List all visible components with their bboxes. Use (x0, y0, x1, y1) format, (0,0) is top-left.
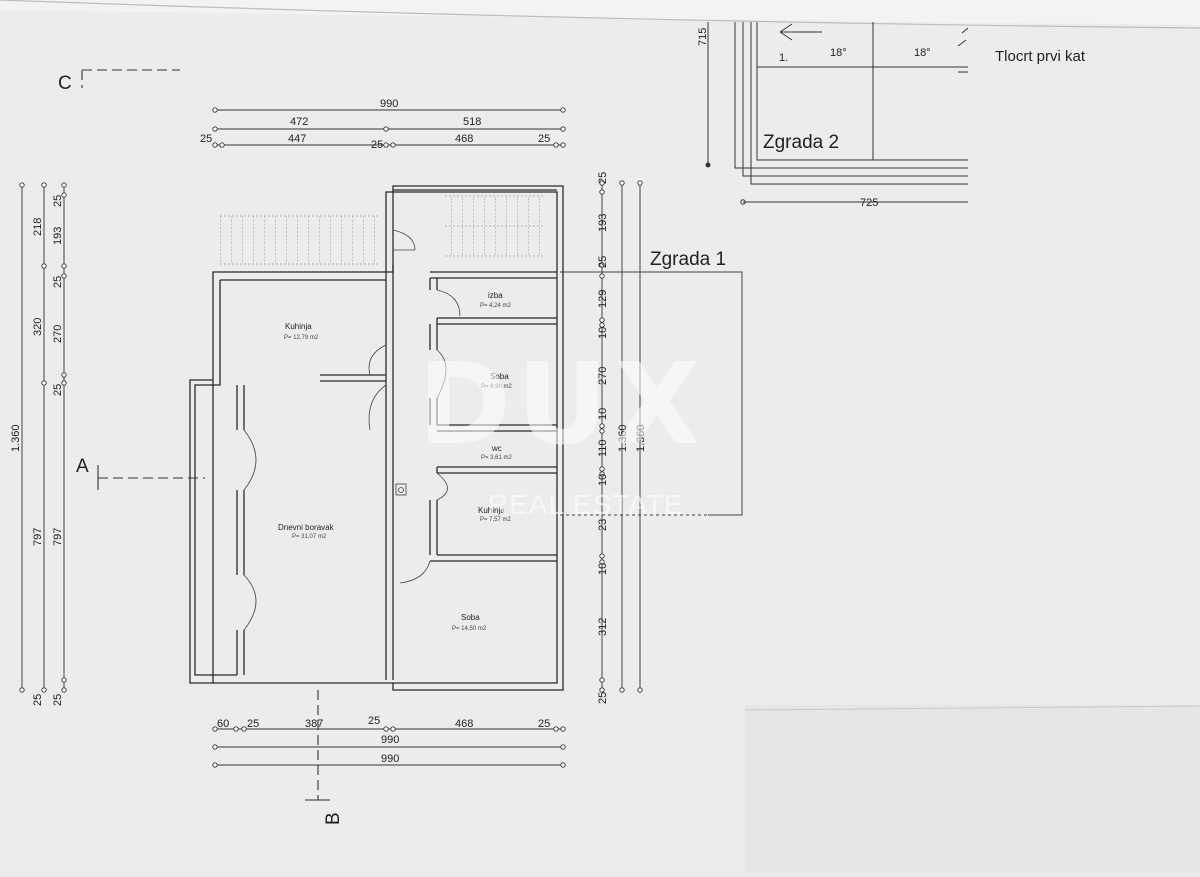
room-area: P= 12,79 m2 (284, 335, 319, 341)
dim-label: 25 (52, 384, 64, 396)
dim-715: 715 (697, 28, 709, 46)
room-area: P= 14,50 m2 (452, 626, 487, 632)
section-a-label: A (76, 456, 89, 477)
dims-top: 990 472 518 25 447 25 468 25 (200, 98, 550, 151)
dim-label: 25 (597, 172, 609, 184)
building-2-label: Zgrada 2 (763, 132, 839, 153)
dim-label: 25 (52, 694, 64, 706)
room-name: Kuhinja (478, 506, 505, 515)
dim-label: 129 (597, 290, 609, 308)
room-name: Soba (461, 613, 480, 622)
room-name: wc (491, 444, 502, 453)
door-swings (243, 229, 461, 631)
dim-label: 10 (597, 408, 609, 420)
room-name: Soba (490, 372, 509, 381)
dim-label: 1.360 (617, 424, 629, 452)
dim-label: 193 (597, 214, 609, 232)
dim-label: 25 (368, 715, 380, 727)
dim-label: 60 (217, 718, 229, 730)
section-b-label: B (323, 812, 344, 825)
dim-label: 1.360 (635, 424, 647, 452)
room-name: Kuhinja (285, 322, 312, 331)
sheet-title: Tlocrt prvi kat (995, 48, 1086, 65)
dim-label: 25 (538, 718, 550, 730)
dim-label: 312 (597, 618, 609, 636)
watermark-subtitle: REAL ESTATE (488, 489, 684, 520)
angle-2: 18° (914, 47, 931, 59)
dim-label: 25 (247, 718, 259, 730)
dim-label: 320 (32, 318, 44, 336)
angle-1: 18° (830, 47, 847, 59)
dim-label: 270 (597, 367, 609, 385)
room-area: P= 8,90 m2 (481, 384, 513, 390)
dim-label: 25 (52, 276, 64, 288)
dim-label: 25 (597, 256, 609, 268)
dim-label: 990 (380, 98, 398, 110)
dims-right: 25 193 25 129 10 270 10 110 10 23 10 312… (597, 172, 647, 704)
dim-725: 725 (860, 197, 878, 209)
room-area: P= 7,57 m2 (480, 517, 512, 523)
dim-label: 10 (597, 563, 609, 575)
dim-label: 468 (455, 718, 473, 730)
dim-label: 25 (32, 694, 44, 706)
dim-label: 10 (597, 327, 609, 339)
dim-label: 1.360 (10, 424, 22, 452)
stair-label: 1. (779, 52, 788, 64)
dim-label: 447 (288, 133, 306, 145)
dim-label: 797 (52, 528, 64, 546)
dim-label: 25 (200, 133, 212, 145)
dim-label: 25 (52, 195, 64, 207)
room-name: Dnevni boravak (278, 523, 335, 532)
dim-label: 990 (381, 734, 399, 746)
section-markers (81, 69, 330, 801)
dim-label: 797 (32, 528, 44, 546)
dim-label: 218 (32, 218, 44, 236)
dim-label: 25 (538, 133, 550, 145)
dim-label: 10 (597, 474, 609, 486)
dim-label: 193 (52, 227, 64, 245)
dim-label: 270 (52, 325, 64, 343)
dimension-lines (19, 107, 643, 768)
dim-label: 468 (455, 133, 473, 145)
room-area: P= 3,61 m2 (481, 455, 513, 461)
dim-label: 25 (597, 692, 609, 704)
dim-label: 110 (597, 439, 609, 457)
dim-label: 990 (381, 753, 399, 765)
dim-label: 387 (305, 718, 323, 730)
dim-label: 518 (463, 116, 481, 128)
building-2-outline (734, 22, 969, 185)
room-area: P= 4,24 m2 (480, 303, 512, 309)
room-area: P= 31,07 m2 (292, 534, 327, 540)
watermark-logo: DUX REAL ESTATE (418, 340, 706, 520)
dim-label: 23 (597, 519, 609, 531)
building-1-label: Zgrada 1 (650, 249, 726, 270)
watermark-brand: DUX (418, 340, 706, 470)
room-name: izba (488, 291, 503, 300)
building-1-outline (560, 271, 743, 516)
section-c-label: C (58, 73, 72, 94)
dim-label: 472 (290, 116, 308, 128)
dims-left: 1.360 218 320 797 25 25 193 25 270 25 79… (10, 195, 64, 706)
floor-plan-walls (189, 185, 564, 691)
room-labels: Kuhinja P= 12,79 m2 Dnevni boravak P= 31… (278, 291, 513, 632)
dim-label: 25 (371, 139, 383, 151)
dims-bottom: 60 25 387 25 468 25 990 990 (217, 715, 550, 765)
outdoor-stairs (220, 216, 380, 264)
